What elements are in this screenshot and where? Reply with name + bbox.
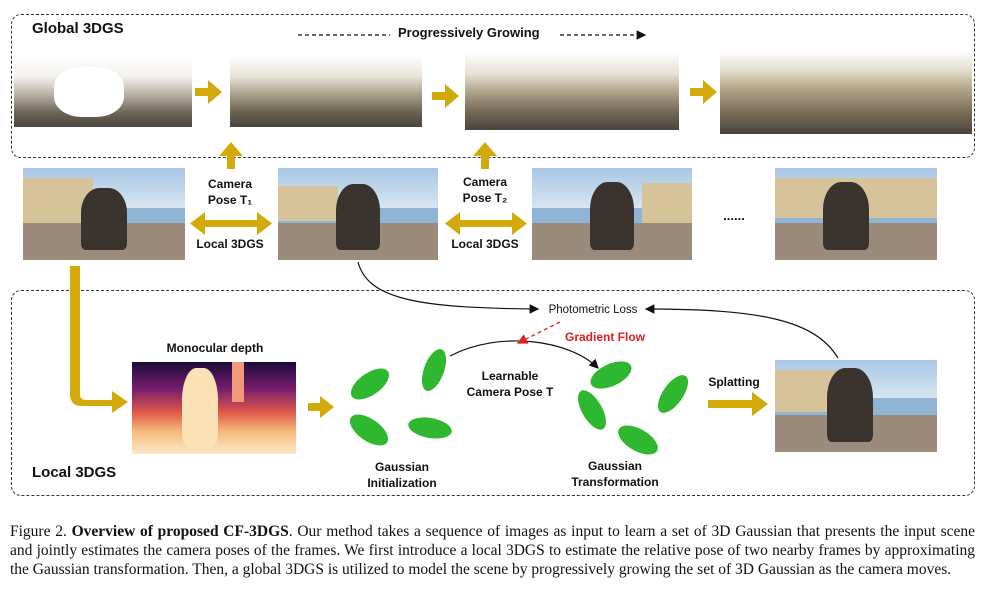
caption-body: . Our method takes a sequence of images …: [10, 523, 976, 578]
gauss-trans-line2: Transformation: [571, 475, 659, 489]
camera-pose-2-line2: Pose T₂: [462, 191, 508, 205]
learnable-line1: Learnable: [481, 369, 539, 383]
global-3dgs-panel: [11, 14, 975, 158]
gold-arrow-global-2: [432, 84, 459, 108]
caption-prefix: Figure 2.: [10, 523, 67, 540]
frame-photo-3: [532, 168, 692, 260]
learnable-camera-pose-label: Learnable Camera Pose T: [460, 368, 560, 400]
frame-photo-2: [278, 168, 438, 260]
gauss-trans-line1: Gaussian: [587, 459, 643, 473]
frame-photo-1: [23, 168, 185, 260]
gold-double-arrow-2: [445, 212, 527, 235]
gradient-flow-label: Gradient Flow: [564, 330, 645, 344]
local-3dgs-title: Local 3DGS: [32, 464, 117, 481]
frames-ellipsis: ......: [723, 208, 745, 223]
global-render-1: [14, 55, 192, 127]
global-3dgs-title: Global 3DGS: [32, 20, 124, 37]
gold-arrow-up-2: [473, 142, 497, 169]
global-render-4: [720, 50, 972, 134]
local-3dgs-label-2: Local 3DGS: [451, 237, 519, 251]
gaussian-transformed-ellipses: [578, 361, 689, 455]
camera-pose-1-label: Camera Pose T₁: [195, 176, 265, 208]
gold-arrow-splatting: [708, 392, 768, 416]
gaussian-initialization-label: Gaussian Initialization: [352, 459, 452, 491]
gold-arrow-global-3: [690, 80, 717, 104]
gauss-init-line2: Initialization: [367, 476, 437, 490]
learnable-line2: Camera Pose T: [466, 385, 554, 399]
monocular-depth-map: [132, 362, 296, 454]
gauss-init-line1: Gaussian: [374, 460, 430, 474]
camera-pose-1-line1: Camera: [207, 177, 253, 191]
caption-title: Overview of proposed CF-3DGS: [71, 523, 289, 540]
gold-arrow-global-1: [195, 80, 222, 104]
camera-pose-1-line2: Pose T₁: [207, 193, 253, 207]
frame-photo-4: [775, 168, 937, 260]
progressively-growing-label: Progressively Growing: [398, 25, 540, 40]
local-3dgs-panel: [11, 290, 975, 496]
gold-l-arrow: [70, 266, 128, 413]
global-render-3: [465, 52, 679, 130]
monocular-depth-label: Monocular depth: [166, 341, 264, 355]
gold-double-arrow-1: [190, 212, 272, 235]
gold-arrow-up-1: [219, 142, 243, 169]
global-render-2: [230, 55, 422, 127]
splatting-label: Splatting: [708, 375, 760, 389]
gold-arrow-depth-to-init: [308, 396, 334, 418]
figure-caption: Figure 2. Overview of proposed CF-3DGS. …: [10, 522, 975, 579]
camera-pose-2-label: Camera Pose T₂: [450, 174, 520, 206]
local-3dgs-label-1: Local 3DGS: [196, 237, 264, 251]
splatted-output-image: [775, 360, 937, 452]
gaussian-transformation-label: Gaussian Transformation: [563, 458, 667, 490]
photometric-loss-label: Photometric Loss: [548, 304, 638, 316]
camera-pose-2-line1: Camera: [462, 175, 508, 189]
gaussian-init-ellipses: [349, 349, 452, 446]
